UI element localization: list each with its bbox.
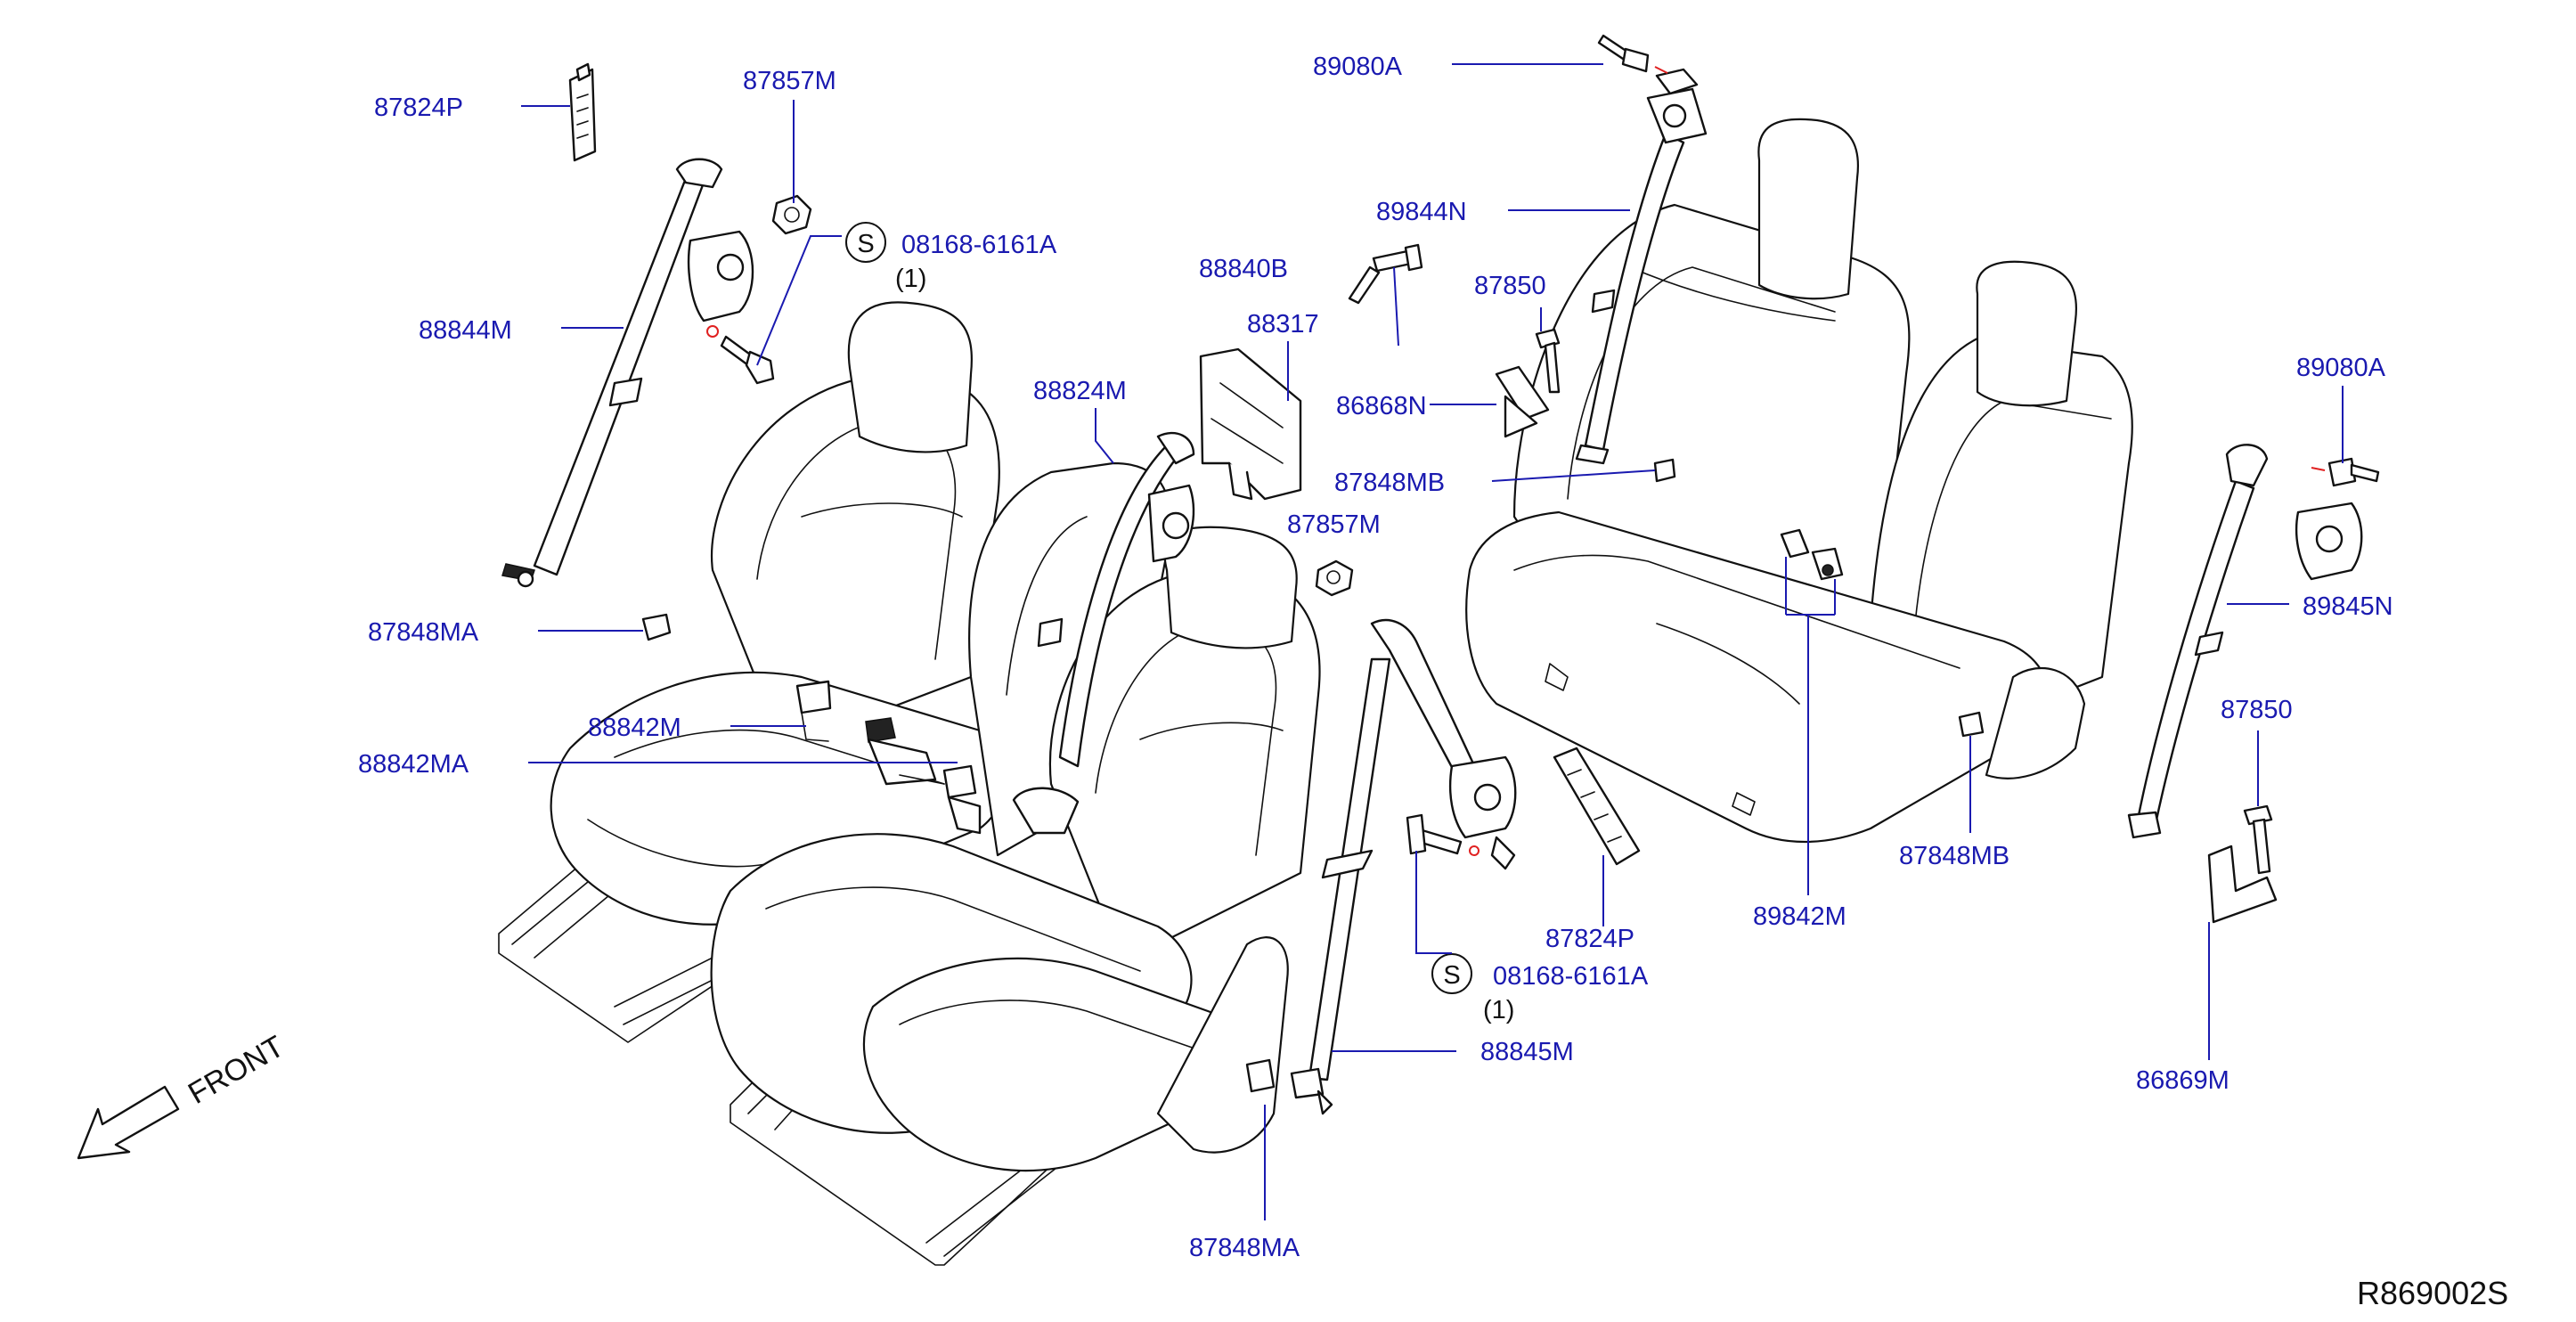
quantity-note-top: (1) bbox=[895, 265, 926, 293]
bracket-86868N bbox=[1495, 365, 1550, 438]
callout-87848MB-bottom: 87848MB bbox=[1899, 842, 2009, 870]
callout-89080A-right: 89080A bbox=[2296, 354, 2386, 382]
bolt-87850-right bbox=[2243, 804, 2273, 875]
buckle-89842M bbox=[1780, 528, 1844, 581]
callout-88845M: 88845M bbox=[1480, 1038, 1574, 1066]
cover-87848MB-bottom bbox=[1958, 711, 1985, 738]
callout-87848MA-bottom: 87848MA bbox=[1189, 1234, 1300, 1262]
cover-87848MB-top bbox=[1653, 458, 1676, 483]
callout-88842M: 88842M bbox=[588, 714, 681, 742]
bolt-08168-top bbox=[706, 325, 775, 385]
callout-88844M: 88844M bbox=[419, 316, 512, 345]
callout-87857M-mid: 87857M bbox=[1287, 510, 1381, 539]
seat-belt-88844M bbox=[501, 158, 754, 588]
quantity-note-bottom: (1) bbox=[1483, 996, 1514, 1024]
callout-89842M: 89842M bbox=[1753, 902, 1846, 931]
callout-88842MA: 88842MA bbox=[358, 750, 469, 779]
callout-87850-right: 87850 bbox=[2221, 696, 2293, 724]
seat-belt-88845M bbox=[1290, 618, 1517, 1115]
front-arrow-icon bbox=[77, 1085, 180, 1160]
callout-87824P-bottom: 87824P bbox=[1545, 925, 1634, 953]
screw-symbol-top bbox=[845, 222, 886, 263]
callout-89844N: 89844N bbox=[1376, 198, 1467, 226]
callout-86869M: 86869M bbox=[2136, 1066, 2230, 1095]
callout-87857M-top: 87857M bbox=[743, 67, 836, 95]
bracket-86869M bbox=[2207, 845, 2278, 924]
callout-88824M: 88824M bbox=[1033, 377, 1127, 405]
buckle-88842MA bbox=[899, 764, 982, 835]
callout-08168-6161A-top: 08168-6161A bbox=[901, 231, 1057, 259]
callout-86868N: 86868N bbox=[1336, 392, 1427, 420]
screw-symbol-bottom-label: S bbox=[1443, 961, 1460, 990]
bolt-89080A-top bbox=[1597, 34, 1668, 74]
callout-87848MB-top: 87848MB bbox=[1334, 469, 1445, 497]
height-adjuster-87824P-bottom bbox=[1553, 747, 1641, 866]
diagram-reference-number: R869002S bbox=[2357, 1275, 2508, 1311]
callout-88840B: 88840B bbox=[1199, 255, 1288, 283]
callout-08168-6161A-bottom: 08168-6161A bbox=[1493, 962, 1649, 991]
callout-87850-top: 87850 bbox=[1474, 272, 1546, 300]
callout-87848MA-left: 87848MA bbox=[368, 618, 479, 647]
cover-87848MA-bottom bbox=[1245, 1058, 1276, 1093]
front-direction-label: FRONT bbox=[183, 1029, 289, 1110]
callout-89080A-top: 89080A bbox=[1313, 53, 1403, 81]
callout-88317: 88317 bbox=[1247, 310, 1319, 339]
seat-belt-89844N bbox=[1575, 68, 1708, 465]
nut-87857M-mid bbox=[1315, 559, 1354, 597]
bolt-08168-bottom bbox=[1406, 813, 1480, 856]
bolt-87850-top bbox=[1535, 328, 1561, 394]
bolt-88840B bbox=[1348, 243, 1423, 305]
screw-symbol-top-label: S bbox=[857, 230, 874, 258]
nut-87857M-top bbox=[771, 194, 812, 235]
callout-89845N: 89845N bbox=[2303, 592, 2393, 621]
bolt-89080A-right bbox=[2311, 457, 2380, 487]
callout-87824P-top: 87824P bbox=[374, 94, 463, 122]
cover-87848MA-left bbox=[641, 613, 672, 641]
seat-belt-88824M bbox=[1012, 431, 1195, 835]
leader-lines bbox=[521, 63, 2344, 1220]
seat-belt-89845N bbox=[2127, 444, 2363, 839]
rear-bench-seat-illustration bbox=[1465, 118, 2133, 844]
bracket-88317 bbox=[1199, 347, 1302, 501]
height-adjuster-87824P-top bbox=[568, 62, 597, 162]
